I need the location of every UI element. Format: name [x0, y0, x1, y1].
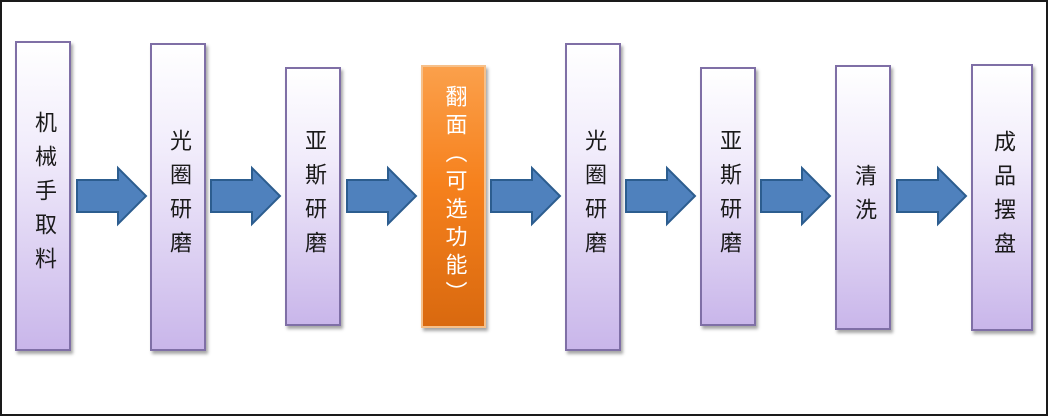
step-label: 成品摆盘 — [990, 129, 1015, 266]
step-cleaning: 清洗 — [835, 65, 891, 330]
step-aperture-grinding-1: 光圈研磨 — [150, 43, 206, 351]
step-label: 亚斯研磨 — [301, 128, 326, 265]
flow-arrow — [760, 165, 832, 227]
step-yasi-grinding-1: 亚斯研磨 — [285, 67, 341, 326]
step-robot-pick: 机械手取料 — [15, 41, 71, 351]
flow-arrow — [625, 165, 697, 227]
flow-arrow — [896, 165, 968, 227]
step-label: 翻面（可选功能） — [441, 84, 467, 309]
step-label: 亚斯研磨 — [716, 128, 741, 265]
flow-arrow — [76, 165, 148, 227]
flow-arrow — [346, 165, 418, 227]
flow-arrow — [210, 165, 282, 227]
step-label: 光圈研磨 — [581, 129, 606, 265]
step-aperture-grinding-2: 光圈研磨 — [565, 43, 621, 351]
step-label: 光圈研磨 — [166, 129, 191, 265]
flow-arrow — [490, 165, 562, 227]
step-yasi-grinding-2: 亚斯研磨 — [700, 67, 756, 326]
step-finished-tray: 成品摆盘 — [971, 64, 1033, 331]
step-label: 清洗 — [851, 163, 876, 232]
step-label: 机械手取料 — [31, 111, 56, 281]
step-flip-optional: 翻面（可选功能） — [421, 65, 486, 328]
